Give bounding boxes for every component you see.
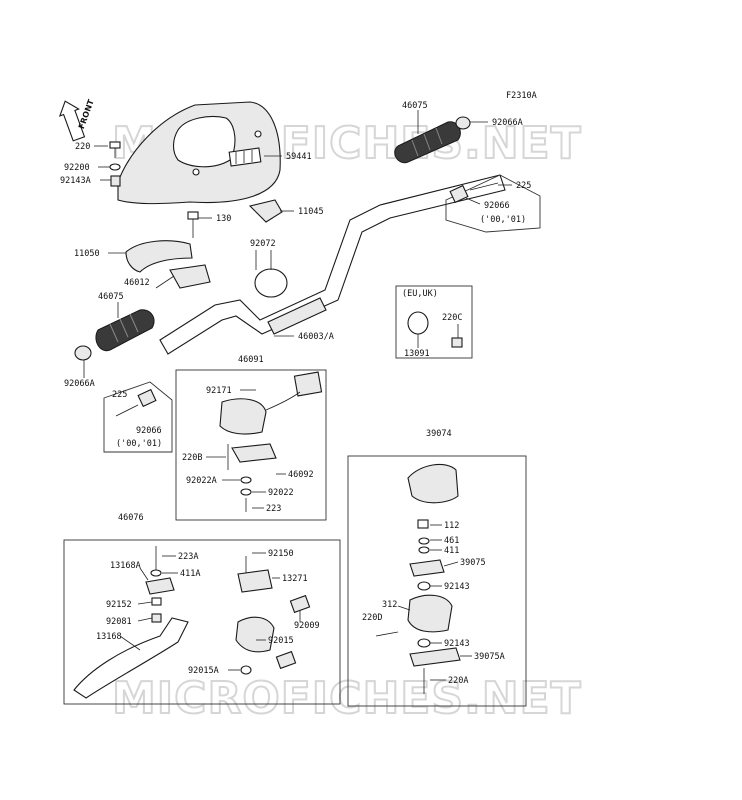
- label-312: 312: [382, 600, 397, 610]
- label-13168: 13168: [96, 632, 122, 642]
- washer-92200: [109, 163, 121, 171]
- label-112: 112: [444, 521, 459, 531]
- bolt-220: [109, 141, 121, 158]
- bracket-11045: [248, 199, 283, 223]
- label-92171: 92171: [206, 386, 232, 396]
- label-92072: 92072: [250, 239, 276, 249]
- label-13091: 13091: [404, 349, 430, 359]
- label-220B: 220B: [182, 453, 202, 463]
- diagram-code: F2310A: [506, 91, 537, 101]
- starter-switch-frame: [347, 455, 527, 707]
- label-223A: 223A: [178, 552, 198, 562]
- holder-46012: [169, 264, 211, 289]
- leader-lines: [83, 110, 512, 681]
- label-92066A-left: 92066A: [64, 379, 95, 389]
- label-220: 220: [75, 142, 90, 152]
- label-92022A: 92022A: [186, 476, 217, 486]
- label-46075-right: 46075: [402, 101, 428, 111]
- label-46076: 46076: [118, 513, 144, 523]
- label-13271: 13271: [282, 574, 308, 584]
- label-59441: 59441: [286, 152, 312, 162]
- label-92200: 92200: [64, 163, 90, 173]
- label-223: 223: [266, 504, 281, 514]
- label-years-left: ('00,'01): [116, 439, 162, 449]
- label-39075: 39075: [460, 558, 486, 568]
- label-11045: 11045: [298, 207, 324, 217]
- label-92015: 92015: [268, 636, 294, 646]
- label-92022: 92022: [268, 488, 294, 498]
- label-92143A: 92143A: [60, 176, 91, 186]
- grip-end-right: [455, 116, 471, 130]
- label-220C: 220C: [442, 313, 462, 323]
- part-labels: 220 92200 92143A 59441 130 11045 11050 9…: [60, 101, 531, 686]
- label-46091: 46091: [238, 355, 264, 365]
- label-220D: 220D: [362, 613, 382, 623]
- label-92152: 92152: [106, 600, 132, 610]
- label-130: 130: [216, 214, 231, 224]
- label-461: 461: [444, 536, 459, 546]
- label-46012: 46012: [124, 278, 150, 288]
- label-92066-left: 92066: [136, 426, 162, 436]
- handlebar: [159, 174, 506, 355]
- grip-right: [394, 121, 461, 164]
- holder-11050: [125, 240, 193, 273]
- label-13168A: 13168A: [110, 561, 141, 571]
- label-39074: 39074: [426, 429, 452, 439]
- switch-assembly-frame: [175, 369, 327, 521]
- label-411A: 411A: [180, 569, 200, 579]
- label-92015A: 92015A: [188, 666, 219, 676]
- label-46075-left: 46075: [98, 292, 124, 302]
- label-92150: 92150: [268, 549, 294, 559]
- label-46003A: 46003/A: [298, 332, 334, 342]
- label-46092: 46092: [288, 470, 314, 480]
- label-225-right: 225: [516, 181, 531, 191]
- label-eu-uk: (EU,UK): [402, 289, 438, 299]
- grip-left: [95, 309, 155, 352]
- clamp-92072: [254, 268, 288, 298]
- label-11050: 11050: [74, 249, 100, 259]
- label-220A: 220A: [448, 676, 468, 686]
- label-92066-right: 92066: [484, 201, 510, 211]
- inset-weight-right: [445, 174, 541, 233]
- label-92143-a: 92143: [444, 582, 470, 592]
- meter-cover: [117, 101, 281, 205]
- label-92081: 92081: [106, 617, 132, 627]
- bolt-130: [187, 211, 199, 238]
- collar-92143A: [110, 175, 121, 187]
- label-39075A: 39075A: [474, 652, 505, 662]
- label-92066A-right: 92066A: [492, 118, 523, 128]
- watermark-bottom: MICROFICHES.NET: [112, 673, 582, 724]
- label-225-left: 225: [112, 390, 127, 400]
- label-years-right: ('00,'01): [480, 215, 526, 225]
- inset-weight-left: [103, 381, 173, 453]
- label-92143-b: 92143: [444, 639, 470, 649]
- lever-assembly-frame: [63, 539, 341, 705]
- label-92009: 92009: [294, 621, 320, 631]
- front-arrow-icon: FRONT: [58, 98, 96, 142]
- grip-end-left: [74, 345, 92, 361]
- label-411-right: 411: [444, 546, 459, 556]
- front-arrow-label: FRONT: [77, 98, 96, 130]
